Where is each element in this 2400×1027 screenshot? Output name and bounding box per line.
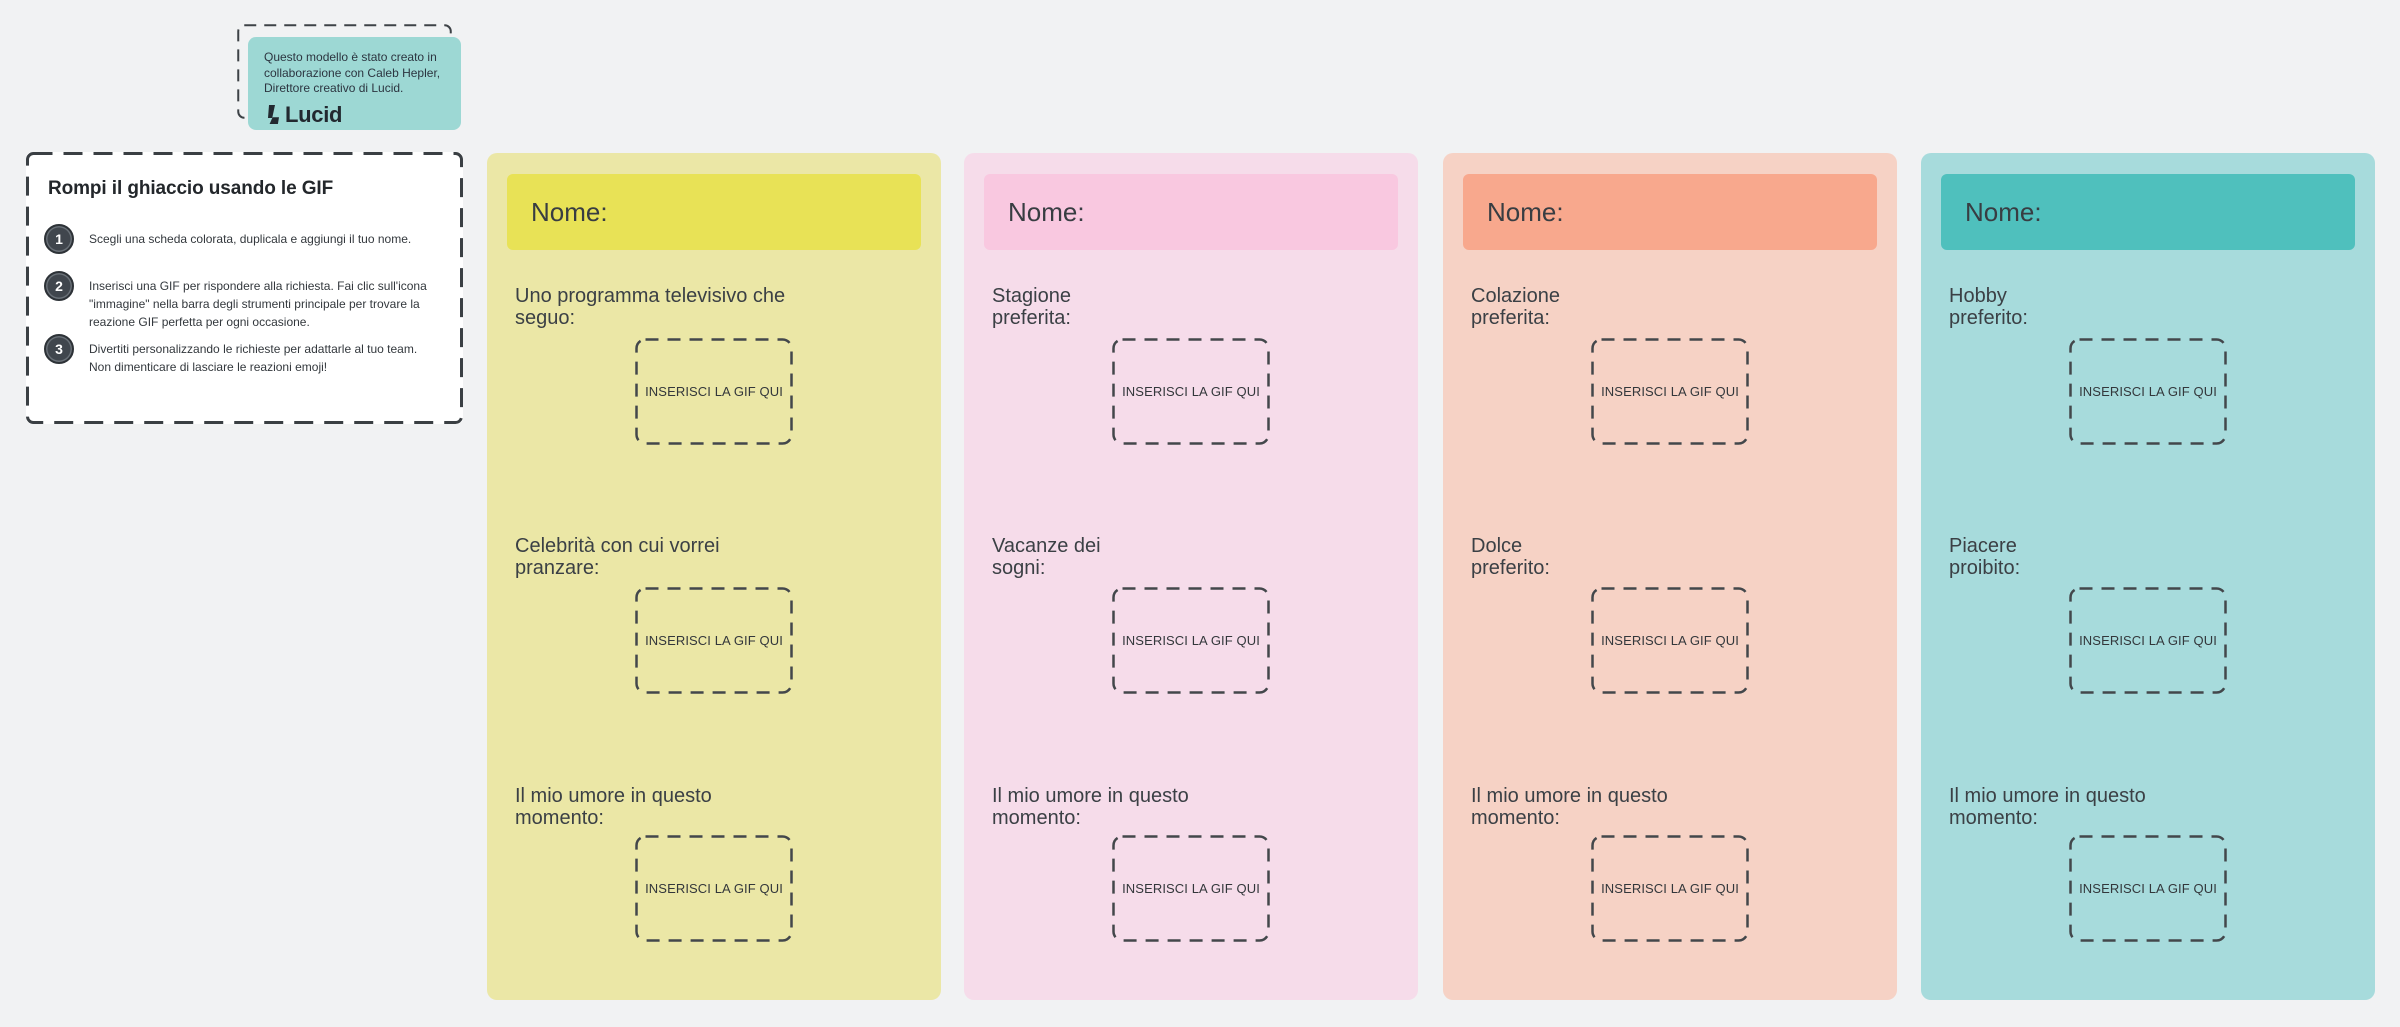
prompt-text[interactable]: Il mio umore in questo momento: — [1949, 785, 2146, 829]
gif-placeholder-label: INSERISCI LA GIF QUI — [1122, 384, 1260, 399]
card-column-pink[interactable]: Nome: Stagione preferita: INSERISCI LA G… — [964, 153, 1418, 1000]
instructions-card[interactable]: Rompi il ghiaccio usando le GIF 1 Scegli… — [26, 152, 463, 424]
prompt-text[interactable]: Colazione preferita: — [1471, 285, 1560, 329]
gif-placeholder-label: INSERISCI LA GIF QUI — [2079, 384, 2217, 399]
lucid-logo-label: Lucid — [285, 101, 343, 127]
name-header[interactable]: Nome: — [507, 174, 921, 250]
gif-placeholder[interactable]: INSERISCI LA GIF QUI — [1112, 835, 1270, 942]
lucid-logo-icon — [268, 105, 279, 125]
name-header[interactable]: Nome: — [1463, 174, 1877, 250]
step-text: Divertiti personalizzando le richieste p… — [89, 342, 418, 374]
dashed-border — [2069, 587, 2227, 694]
gif-placeholder-label: INSERISCI LA GIF QUI — [2079, 881, 2217, 896]
card-column-salmon[interactable]: Nome: Colazione preferita: INSERISCI LA … — [1443, 153, 1897, 1000]
prompt-text[interactable]: Vacanze dei sogni: — [992, 535, 1101, 579]
prompt-text[interactable]: Dolce preferito: — [1471, 535, 1550, 579]
gif-placeholder[interactable]: INSERISCI LA GIF QUI — [635, 587, 793, 694]
step-number: 3 — [55, 341, 63, 357]
prompt-text[interactable]: Hobby preferito: — [1949, 285, 2028, 329]
dashed-border — [635, 338, 793, 445]
lucid-badge-text: Questo modello è stato creato in collabo… — [264, 50, 441, 96]
gif-placeholder-label: INSERISCI LA GIF QUI — [645, 881, 783, 896]
step-text: Inserisci una GIF per rispondere alla ri… — [89, 279, 427, 329]
gif-placeholder[interactable]: INSERISCI LA GIF QUI — [2069, 835, 2227, 942]
prompt-text[interactable]: Il mio umore in questo momento: — [515, 785, 712, 829]
prompt-text[interactable]: Piacere proibito: — [1949, 535, 2021, 579]
name-label: Nome: — [531, 196, 608, 227]
step-number: 1 — [55, 231, 63, 247]
instructions-title: Rompi il ghiaccio usando le GIF — [48, 178, 334, 199]
prompt-text[interactable]: Il mio umore in questo momento: — [1471, 785, 1668, 829]
gif-placeholder-label: INSERISCI LA GIF QUI — [1122, 881, 1260, 896]
step-number-badge: 3 — [44, 334, 74, 364]
step-number-badge: 1 — [44, 224, 74, 254]
dashed-border — [1112, 587, 1270, 694]
name-label: Nome: — [1965, 196, 2042, 227]
gif-placeholder[interactable]: INSERISCI LA GIF QUI — [2069, 587, 2227, 694]
dashed-border — [2069, 835, 2227, 942]
step-number: 2 — [55, 278, 63, 294]
prompt-text[interactable]: Il mio umore in questo momento: — [992, 785, 1189, 829]
step-row: 3 Divertiti personalizzando le richieste… — [44, 334, 443, 376]
gif-placeholder-label: INSERISCI LA GIF QUI — [1601, 633, 1739, 648]
step-number-badge: 2 — [44, 271, 74, 301]
step-row: 2 Inserisci una GIF per rispondere alla … — [44, 271, 443, 331]
lucid-badge-card[interactable]: Questo modello è stato creato in collabo… — [248, 37, 461, 130]
gif-placeholder-label: INSERISCI LA GIF QUI — [1601, 881, 1739, 896]
dashed-border — [635, 587, 793, 694]
gif-placeholder[interactable]: INSERISCI LA GIF QUI — [1112, 338, 1270, 445]
dashed-border — [1112, 338, 1270, 445]
card-column-teal[interactable]: Nome: Hobby preferito: INSERISCI LA GIF … — [1921, 153, 2375, 1000]
prompt-text[interactable]: Celebrità con cui vorrei pranzare: — [515, 535, 720, 579]
gif-placeholder[interactable]: INSERISCI LA GIF QUI — [1591, 835, 1749, 942]
name-label: Nome: — [1008, 196, 1085, 227]
gif-placeholder-label: INSERISCI LA GIF QUI — [645, 633, 783, 648]
card-column-yellow[interactable]: Nome: Uno programma televisivo che seguo… — [487, 153, 941, 1000]
name-label: Nome: — [1487, 196, 1564, 227]
gif-placeholder-label: INSERISCI LA GIF QUI — [2079, 633, 2217, 648]
lucid-logo: Lucid — [264, 102, 447, 128]
gif-placeholder[interactable]: INSERISCI LA GIF QUI — [1591, 338, 1749, 445]
gif-placeholder[interactable]: INSERISCI LA GIF QUI — [2069, 338, 2227, 445]
gif-placeholder[interactable]: INSERISCI LA GIF QUI — [635, 338, 793, 445]
dashed-border — [635, 835, 793, 942]
gif-placeholder[interactable]: INSERISCI LA GIF QUI — [1591, 587, 1749, 694]
name-header[interactable]: Nome: — [1941, 174, 2355, 250]
gif-placeholder-label: INSERISCI LA GIF QUI — [1601, 384, 1739, 399]
dashed-border — [1591, 835, 1749, 942]
dashed-border — [1112, 835, 1270, 942]
name-header[interactable]: Nome: — [984, 174, 1398, 250]
gif-placeholder[interactable]: INSERISCI LA GIF QUI — [635, 835, 793, 942]
step-text: Scegli una scheda colorata, duplicala e … — [89, 232, 412, 246]
step-row: 1 Scegli una scheda colorata, duplicala … — [44, 224, 443, 254]
gif-placeholder-label: INSERISCI LA GIF QUI — [1122, 633, 1260, 648]
prompt-text[interactable]: Uno programma televisivo che seguo: — [515, 285, 786, 329]
gif-placeholder[interactable]: INSERISCI LA GIF QUI — [1112, 587, 1270, 694]
dashed-border — [2069, 338, 2227, 445]
dashed-border — [1591, 587, 1749, 694]
dashed-border — [1591, 338, 1749, 445]
prompt-text[interactable]: Stagione preferita: — [992, 285, 1071, 329]
gif-placeholder-label: INSERISCI LA GIF QUI — [645, 384, 783, 399]
